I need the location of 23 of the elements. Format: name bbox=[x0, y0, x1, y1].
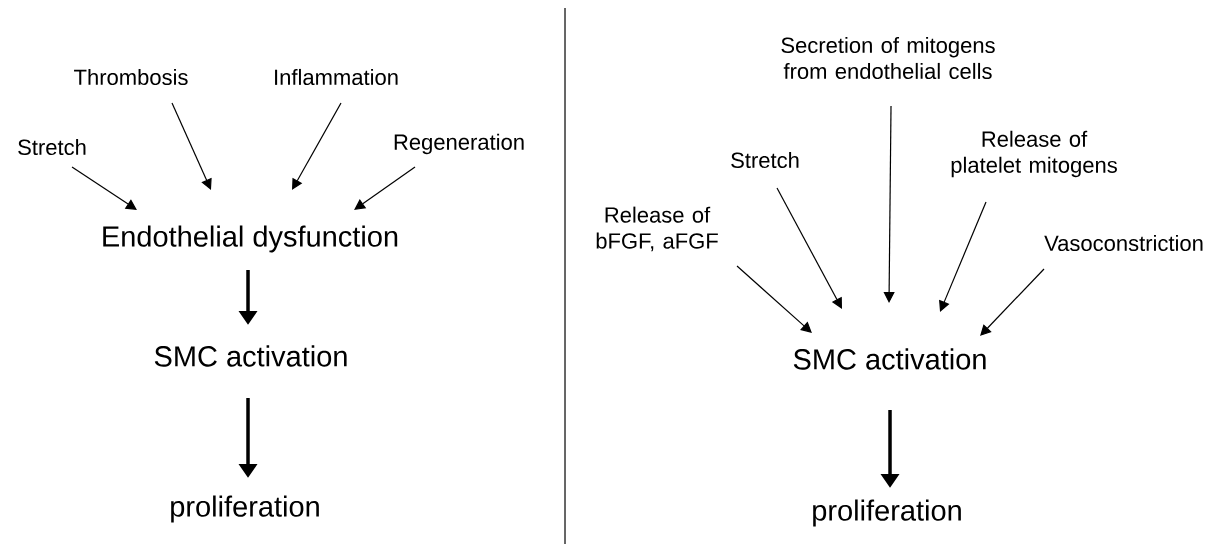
flow-label: SMC activation bbox=[154, 345, 347, 367]
arrow bbox=[980, 268, 1045, 336]
flow-label: Secretion of mitogens from endothelial cells bbox=[781, 36, 995, 80]
flow-label: Endothelial dysfunction bbox=[103, 225, 398, 253]
flow-label: Thrombosis bbox=[74, 68, 188, 86]
flow-label: Release of platelet mitogens bbox=[951, 130, 1117, 178]
arrow bbox=[71, 166, 137, 210]
arrow bbox=[776, 187, 842, 309]
flow-label: Inflammation bbox=[275, 68, 398, 86]
flow-label: Release of bFGF, aFGF bbox=[596, 206, 718, 252]
arrow bbox=[292, 102, 342, 190]
arrow bbox=[354, 166, 416, 210]
flow-label: Vasoconstriction bbox=[1044, 234, 1203, 252]
arrow bbox=[939, 201, 987, 312]
arrow bbox=[883, 105, 895, 303]
flow-label: SMC activation bbox=[793, 348, 986, 370]
flow-label: proliferation bbox=[813, 499, 961, 527]
arrow bbox=[171, 102, 212, 190]
flow-label: Stretch bbox=[18, 138, 86, 156]
flow-label: Stretch bbox=[731, 151, 799, 169]
flow-label: proliferation bbox=[171, 495, 319, 523]
flow-label: Regeneration bbox=[394, 133, 524, 155]
arrow bbox=[736, 265, 812, 333]
